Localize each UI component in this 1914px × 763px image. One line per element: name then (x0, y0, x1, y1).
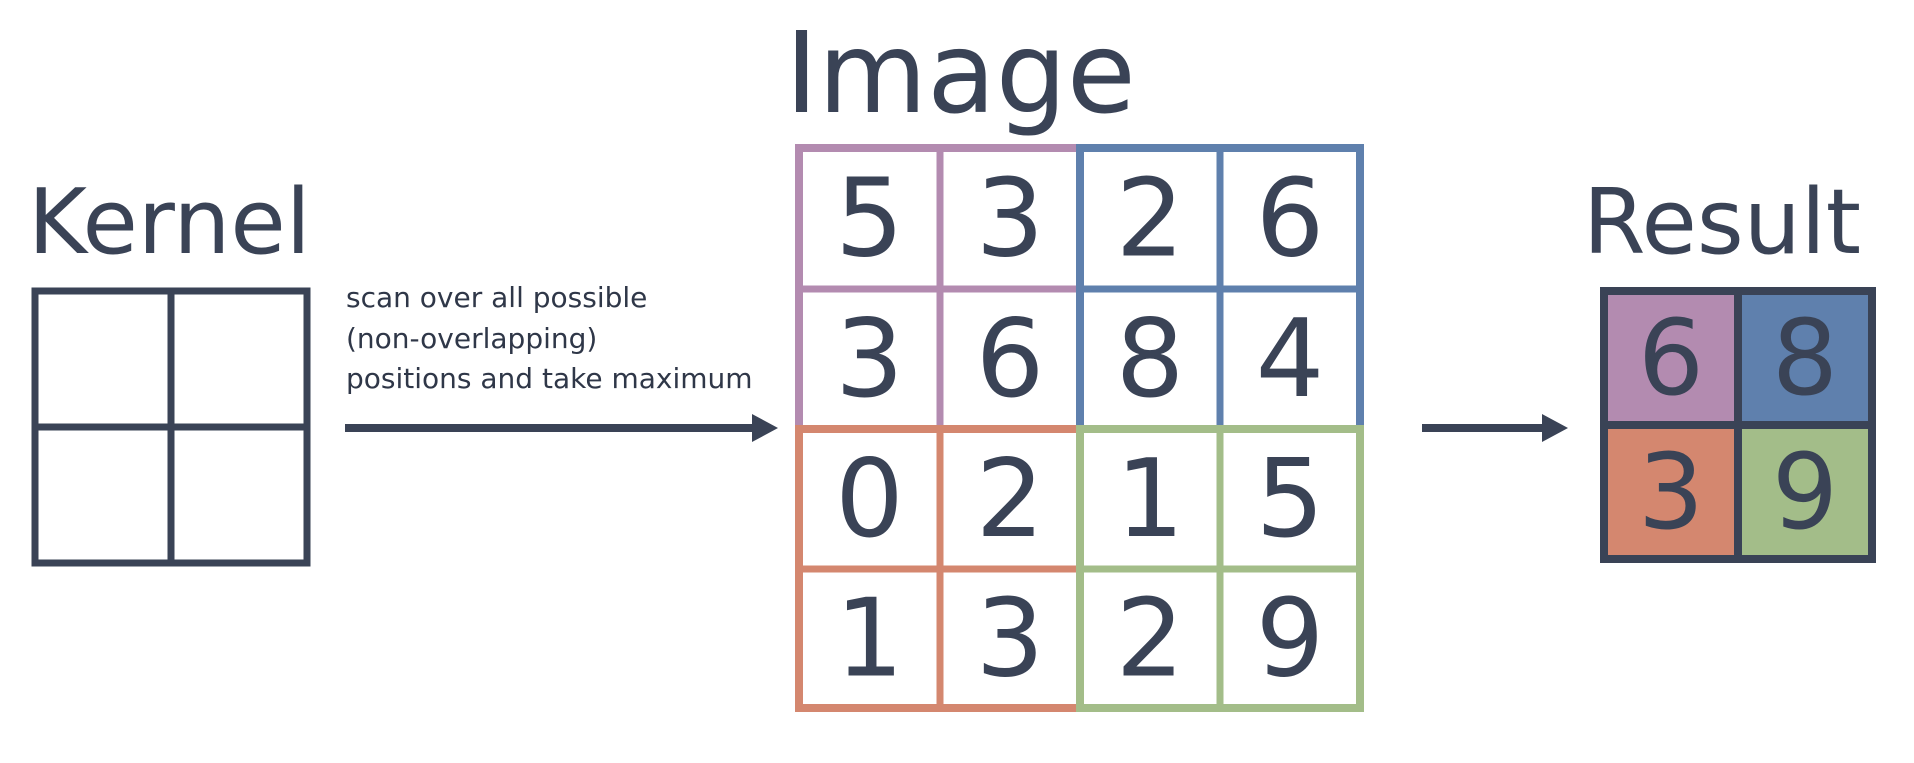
image-cell-value: 4 (1256, 297, 1325, 422)
image-cell-value: 1 (1116, 437, 1185, 562)
image-cell-value: 2 (976, 437, 1045, 562)
image-cell-value: 5 (835, 157, 904, 282)
image-cell-value: 0 (835, 437, 904, 562)
arrows (345, 414, 1568, 442)
result-cell (1738, 425, 1872, 559)
image-cell-value: 5 (1256, 437, 1325, 562)
result-cell (1604, 425, 1738, 559)
result-title: Result (1583, 170, 1862, 275)
caption-line-2: (non-overlapping) (346, 322, 598, 355)
result-cell-value: 3 (1638, 431, 1704, 553)
arrow-2-head (1542, 414, 1568, 442)
image-cell-value: 3 (976, 577, 1045, 702)
image-cell-value: 2 (1116, 157, 1185, 282)
image-quadrant-border (1076, 425, 1364, 712)
image-cell-value: 8 (1116, 297, 1185, 422)
image-cell-value: 6 (1256, 157, 1325, 282)
image-cell-value: 3 (976, 157, 1045, 282)
result-cell-value: 9 (1772, 431, 1838, 553)
image-title: Image (785, 9, 1136, 139)
kernel-grid (31, 287, 311, 567)
arrow-1-head (752, 414, 778, 442)
image-cell-value: 1 (835, 577, 904, 702)
caption-line-3: positions and take maximum (346, 362, 753, 395)
result-cell-value: 6 (1638, 297, 1704, 419)
result-cell-value: 8 (1772, 297, 1838, 419)
image-cell-value: 2 (1116, 577, 1185, 702)
image-cell-value: 3 (835, 297, 904, 422)
image-cell-value: 6 (976, 297, 1045, 422)
image-cell-value: 9 (1256, 577, 1325, 702)
result-cell (1738, 291, 1872, 425)
kernel-title: Kernel (28, 170, 311, 275)
caption-line-1: scan over all possible (346, 281, 648, 314)
result-cell (1604, 291, 1738, 425)
